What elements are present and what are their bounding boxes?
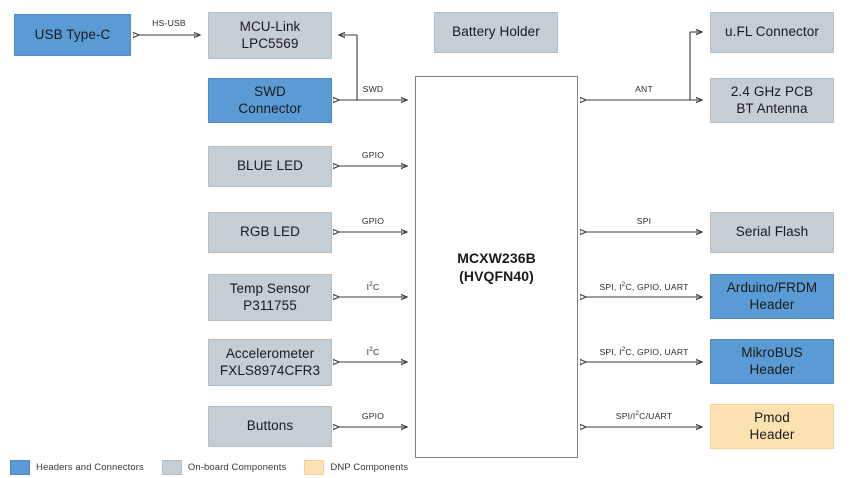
wire-label-swd: SWD bbox=[360, 84, 386, 94]
wire-label-accelerometer-i2c: I2C bbox=[364, 346, 382, 357]
node-ufl-connector-label: u.FL Connector bbox=[725, 24, 819, 40]
wire-label-arduino-sup: 2 bbox=[621, 281, 626, 289]
node-blue-led[interactable]: BLUE LED bbox=[208, 146, 332, 187]
node-temp-sensor[interactable]: Temp Sensor P311755 bbox=[208, 274, 332, 321]
node-buttons-label: Buttons bbox=[246, 418, 294, 434]
wire-label-mikrobus-sup: 2 bbox=[621, 346, 626, 354]
node-mcu-label: MCXW236B (HVQFN40) bbox=[457, 249, 536, 284]
node-buttons[interactable]: Buttons bbox=[208, 406, 332, 447]
node-mikrobus-header[interactable]: MikroBUS Header bbox=[710, 339, 834, 384]
wire-label-accel-i2c-base: I bbox=[366, 347, 370, 357]
node-battery-holder-label: Battery Holder bbox=[452, 24, 540, 40]
node-mcu-link-label: MCU-Link LPC5569 bbox=[239, 19, 301, 51]
wire-label-rgb-led-gpio: GPIO bbox=[359, 216, 387, 226]
wire-label-blue-led-gpio: GPIO bbox=[359, 150, 387, 160]
node-usb-type-c-label: USB Type-C bbox=[34, 26, 111, 42]
wire-label-arduino-tail: C, GPIO, UART bbox=[625, 282, 689, 292]
wire-label-accel-i2c-sup: 2 bbox=[369, 346, 373, 354]
node-swd-connector-label: SWD Connector bbox=[238, 84, 302, 116]
legend-swatch-headers-connectors bbox=[10, 459, 30, 475]
wire-label-mikrobus-base: SPI, I bbox=[599, 347, 622, 357]
node-arduino-frdm-header[interactable]: Arduino/FRDM Header bbox=[710, 274, 834, 319]
node-mcu-mcxw236b[interactable]: MCXW236B (HVQFN40) bbox=[415, 76, 578, 458]
node-temp-sensor-label: Temp Sensor P311755 bbox=[229, 281, 311, 313]
wire-label-pmod-bus: SPI/I2C/UART bbox=[613, 410, 675, 421]
wire-label-mikrobus-bus: SPI, I2C, GPIO, UART bbox=[597, 346, 691, 357]
node-mcu-link[interactable]: MCU-Link LPC5569 bbox=[208, 12, 332, 59]
node-rgb-led[interactable]: RGB LED bbox=[208, 212, 332, 253]
wire-label-hs-usb: HS-USB bbox=[150, 18, 188, 28]
node-accelerometer[interactable]: Accelerometer FXLS8974CFR3 bbox=[208, 339, 332, 386]
node-blue-led-label: BLUE LED bbox=[236, 158, 304, 174]
wire-label-arduino-base: SPI, I bbox=[599, 282, 622, 292]
node-serial-flash[interactable]: Serial Flash bbox=[710, 212, 834, 253]
wire-label-pmod-sup: 2 bbox=[635, 410, 640, 418]
wire-label-temp-i2c-base: I bbox=[366, 282, 370, 292]
node-accelerometer-label: Accelerometer FXLS8974CFR3 bbox=[219, 346, 321, 378]
legend-item-onboard-components: On-board Components bbox=[161, 459, 287, 475]
node-serial-flash-label: Serial Flash bbox=[735, 224, 809, 240]
node-usb-type-c[interactable]: USB Type-C bbox=[14, 14, 131, 56]
legend: Headers and Connectors On-board Componen… bbox=[10, 458, 426, 476]
node-swd-connector[interactable]: SWD Connector bbox=[208, 78, 332, 123]
node-arduino-frdm-header-label: Arduino/FRDM Header bbox=[726, 280, 818, 312]
legend-swatch-onboard-components bbox=[161, 459, 182, 475]
wire-label-serial-flash-spi: SPI bbox=[634, 216, 654, 226]
wire-label-pmod-tail: C/UART bbox=[639, 411, 673, 421]
legend-label-headers-connectors: Headers and Connectors bbox=[36, 461, 144, 473]
node-bt-antenna[interactable]: 2.4 GHz PCB BT Antenna bbox=[710, 78, 834, 123]
node-pmod-header[interactable]: Pmod Header bbox=[710, 404, 834, 449]
wire-label-arduino-bus: SPI, I2C, GPIO, UART bbox=[597, 281, 691, 292]
node-mikrobus-header-label: MikroBUS Header bbox=[741, 345, 803, 377]
wire-label-accel-i2c-tail: C bbox=[372, 347, 380, 357]
legend-label-onboard-components: On-board Components bbox=[187, 461, 287, 473]
wire-label-mikrobus-tail: C, GPIO, UART bbox=[625, 347, 689, 357]
wire-label-pmod-base: SPI/I bbox=[615, 411, 636, 421]
legend-item-dnp-components: DNP Components bbox=[304, 459, 409, 475]
node-battery-holder[interactable]: Battery Holder bbox=[434, 12, 558, 53]
node-ufl-connector[interactable]: u.FL Connector bbox=[710, 12, 834, 53]
wire-label-ant: ANT bbox=[633, 84, 655, 94]
node-bt-antenna-label: 2.4 GHz PCB BT Antenna bbox=[730, 84, 814, 116]
legend-item-headers-connectors: Headers and Connectors bbox=[10, 459, 144, 475]
node-rgb-led-label: RGB LED bbox=[240, 224, 300, 240]
wire-label-temp-sensor-i2c: I2C bbox=[364, 281, 382, 292]
legend-swatch-dnp-components bbox=[304, 459, 325, 475]
legend-label-dnp-components: DNP Components bbox=[330, 461, 409, 473]
wire-label-temp-i2c-sup: 2 bbox=[369, 281, 373, 289]
node-pmod-header-label: Pmod Header bbox=[749, 410, 795, 442]
wire-label-temp-i2c-tail: C bbox=[372, 282, 380, 292]
wire-label-buttons-gpio: GPIO bbox=[359, 411, 387, 421]
